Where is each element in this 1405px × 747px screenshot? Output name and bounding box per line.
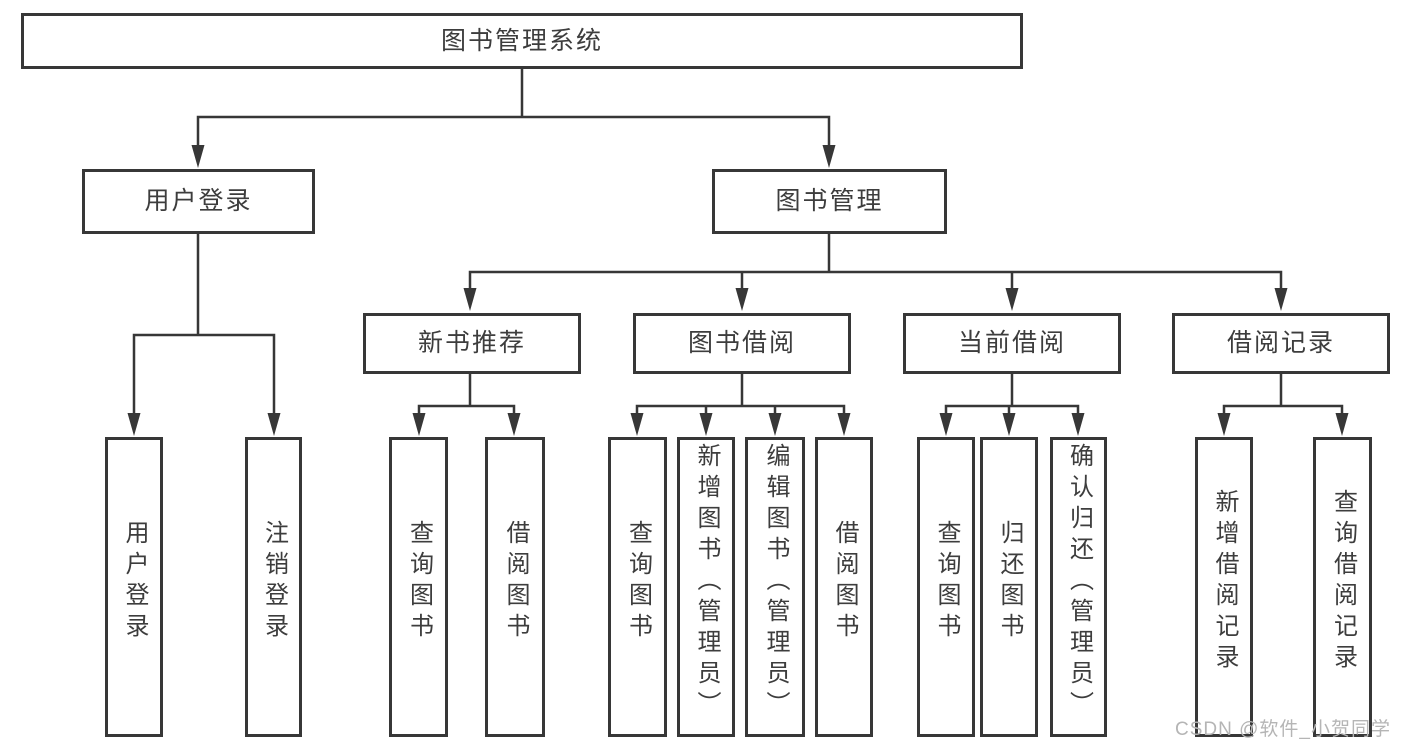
leaf-label: 查询图书 (933, 520, 960, 644)
node-leaf-confirm-return-admin: 确认归还（管理员） (1050, 437, 1107, 737)
node-new-book-recommend: 新书推荐 (363, 313, 581, 374)
node-leaf-return-books: 归还图书 (980, 437, 1038, 737)
leaf-label: 用户登录 (121, 520, 148, 644)
node-book-management: 图书管理 (712, 169, 947, 234)
node-book-borrow: 图书借阅 (633, 313, 851, 374)
node-current-borrow: 当前借阅 (903, 313, 1121, 374)
node-borrow-records: 借阅记录 (1172, 313, 1390, 374)
leaf-label: 借阅图书 (502, 520, 529, 644)
node-leaf-add-borrow-record: 新增借阅记录 (1195, 437, 1253, 737)
leaf-label: 注销登录 (260, 520, 288, 644)
node-leaf-logout: 注销登录 (245, 437, 302, 737)
node-leaf-query-books-borrow: 查询图书 (608, 437, 667, 737)
node-leaf-query-books-current: 查询图书 (917, 437, 975, 737)
node-user-login: 用户登录 (82, 169, 315, 234)
node-leaf-borrow-books-recommend: 借阅图书 (485, 437, 545, 737)
node-leaf-query-books-recommend: 查询图书 (389, 437, 448, 737)
leaf-label: 查询图书 (405, 520, 433, 644)
leaf-label: 查询图书 (624, 520, 652, 644)
node-leaf-borrow-books: 借阅图书 (815, 437, 873, 737)
node-leaf-add-books-admin: 新增图书（管理员） (677, 437, 735, 737)
node-library-system: 图书管理系统 (21, 13, 1023, 69)
leaf-label: 确认归还（管理员） (1065, 442, 1093, 722)
node-leaf-user-login: 用户登录 (105, 437, 163, 737)
arrowhead-icons (127, 145, 1349, 436)
csdn-watermark: CSDN @软件_小贺同学 (1175, 719, 1391, 740)
leaf-label: 借阅图书 (831, 520, 858, 644)
leaf-label: 新增借阅记录 (1211, 489, 1238, 675)
leaf-label: 新增图书（管理员） (693, 442, 720, 722)
connector-lines (132, 67, 1344, 418)
leaf-label: 查询借阅记录 (1329, 489, 1357, 675)
leaf-label: 编辑图书（管理员） (762, 442, 789, 722)
node-leaf-edit-books-admin: 编辑图书（管理员） (745, 437, 805, 737)
node-leaf-query-borrow-record: 查询借阅记录 (1313, 437, 1372, 737)
leaf-label: 归还图书 (996, 520, 1023, 644)
